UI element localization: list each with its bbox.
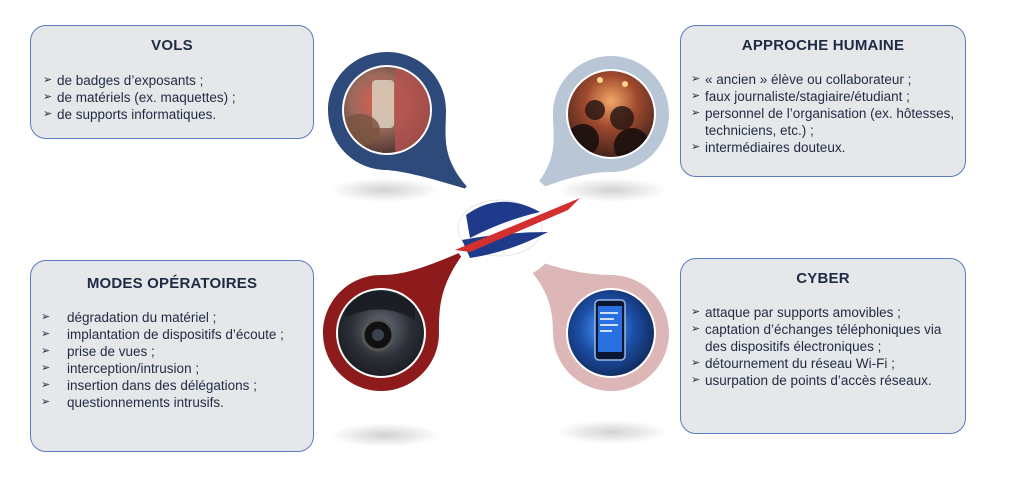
list-item: ➢attaque par supports amovibles ;: [691, 305, 901, 320]
list-item: ➢insertion dans des délégations ;: [41, 378, 257, 393]
shadow-bottom-left: [330, 423, 440, 447]
list-item: ➢questionnements intrusifs.: [41, 395, 224, 410]
arrow-bullet-icon: ➢: [41, 362, 51, 374]
list-item: ➢personnel de l’organisation (ex. hôtess…: [691, 106, 955, 138]
list-item: ➢« ancien » élève ou collaborateur ;: [691, 72, 912, 87]
photo-bottom-left: [336, 288, 426, 378]
center-logo: [451, 170, 580, 280]
list-cyber: ➢attaque par supports amovibles ; ➢capta…: [691, 304, 965, 389]
arrow-bullet-icon: ➢: [41, 328, 51, 340]
shadow-top-left: [330, 178, 440, 202]
list-item: ➢implantation de dispositifs d’écoute ;: [41, 327, 284, 342]
arrow-bullet-icon: ➢: [691, 357, 701, 369]
list-item: ➢de badges d’exposants ;: [43, 73, 204, 88]
list-item: ➢détournement du réseau Wi-Fi ;: [691, 356, 895, 371]
logo-red-swoosh: [455, 198, 580, 252]
arrow-bullet-icon: ➢: [41, 396, 51, 408]
arrow-bullet-icon: ➢: [41, 379, 51, 391]
list-modes-operatoires: ➢dégradation du matériel ; ➢implantation…: [41, 309, 313, 411]
arrow-bullet-icon: ➢: [691, 90, 701, 102]
box-cyber: CYBER ➢attaque par supports amovibles ; …: [680, 258, 966, 434]
list-item: ➢prise de vues ;: [41, 344, 155, 359]
arrow-bullet-icon: ➢: [43, 91, 53, 103]
list-item: ➢interception/intrusion ;: [41, 361, 200, 376]
shadow-top-right: [557, 178, 667, 202]
box-vols: VOLS ➢de badges d’exposants ; ➢de matéri…: [30, 25, 314, 139]
list-item: ➢de matériels (ex. maquettes) ;: [43, 90, 236, 105]
box-title-vols: VOLS: [151, 37, 193, 54]
arrow-bullet-icon: ➢: [691, 141, 701, 153]
box-title-approche-humaine: APPROCHE HUMAINE: [741, 37, 905, 54]
arrow-bullet-icon: ➢: [691, 374, 701, 386]
list-item: ➢de supports informatiques.: [43, 107, 217, 122]
arrow-bullet-icon: ➢: [691, 323, 701, 335]
photo-top-left: [342, 65, 432, 155]
arrow-bullet-icon: ➢: [41, 345, 51, 357]
list-item: ➢usurpation de points d’accès réseaux.: [691, 373, 932, 388]
box-title-modes-operatoires: MODES OPÉRATOIRES: [86, 275, 258, 292]
arrow-bullet-icon: ➢: [691, 107, 701, 119]
arrow-bullet-icon: ➢: [43, 74, 53, 86]
arrow-bullet-icon: ➢: [43, 108, 53, 120]
list-item: ➢intermédiaires douteux.: [691, 140, 846, 155]
arrow-bullet-icon: ➢: [691, 73, 701, 85]
shadow-bottom-right: [557, 420, 667, 444]
box-modes-operatoires: MODES OPÉRATOIRES ➢dégradation du matéri…: [30, 260, 314, 452]
logo-blue-wing: [466, 201, 540, 238]
photo-bottom-right: [566, 288, 656, 378]
list-item: ➢dégradation du matériel ;: [41, 310, 217, 325]
box-approche-humaine: APPROCHE HUMAINE ➢« ancien » élève ou co…: [680, 25, 966, 177]
list-item: ➢faux journaliste/stagiaire/étudiant ;: [691, 89, 910, 104]
list-approche-humaine: ➢« ancien » élève ou collaborateur ; ➢fa…: [691, 71, 965, 156]
arrow-bullet-icon: ➢: [41, 311, 51, 323]
list-item: ➢captation d’échanges téléphoniques via …: [691, 322, 942, 354]
box-title-cyber: CYBER: [796, 270, 850, 287]
arrow-bullet-icon: ➢: [691, 306, 701, 318]
list-vols: ➢de badges d’exposants ; ➢de matériels (…: [43, 72, 313, 123]
